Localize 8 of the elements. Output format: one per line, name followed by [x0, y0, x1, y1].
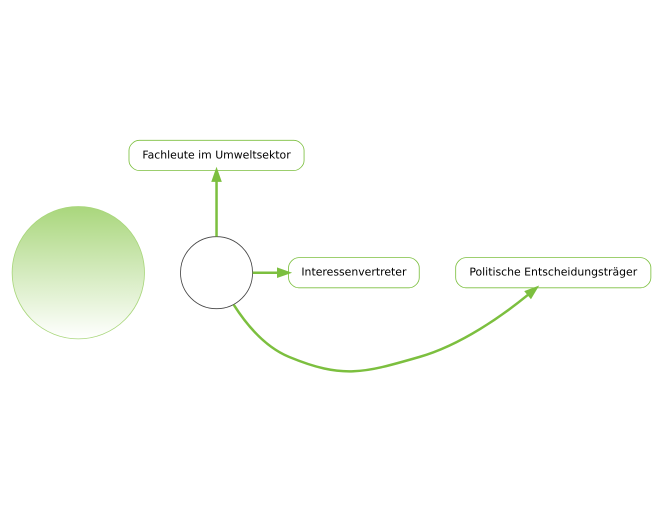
node-box: Fachleute im Umweltsektor	[128, 139, 304, 170]
node-box: Interessenvertreter	[288, 256, 420, 288]
node-circle	[12, 206, 145, 339]
node-box: Politische Entscheidungsträger	[455, 256, 652, 288]
arrow	[252, 266, 292, 278]
arrow	[211, 166, 222, 236]
node-circle	[180, 236, 253, 309]
arrow	[232, 285, 540, 372]
